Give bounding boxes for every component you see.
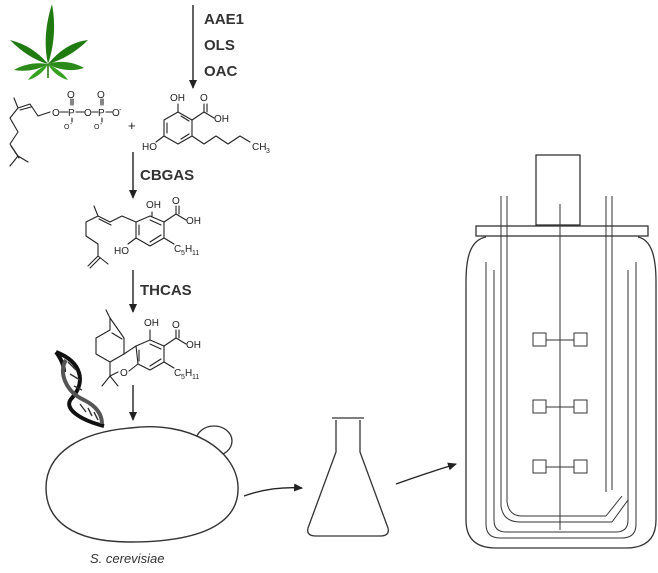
svg-text:HO: HO xyxy=(142,142,157,153)
svg-text:O: O xyxy=(172,320,180,331)
svg-text:O: O xyxy=(94,124,100,131)
bioreactor-icon xyxy=(465,154,657,549)
svg-text:P: P xyxy=(98,108,105,119)
enzyme-cbgas: CBGAS xyxy=(140,167,194,184)
plus-sign: + xyxy=(128,118,136,133)
dna-helix-icon xyxy=(54,350,105,428)
svg-text:C: C xyxy=(174,244,181,255)
svg-text:OH: OH xyxy=(186,340,201,351)
enzyme-aae1: AAE1 xyxy=(204,11,244,28)
svg-text:O: O xyxy=(200,93,208,104)
svg-text:OH: OH xyxy=(214,114,229,125)
svg-text:OH: OH xyxy=(144,318,159,329)
svg-text:O: O xyxy=(67,90,75,101)
svg-text:OH: OH xyxy=(186,216,201,227)
geranyl-pyrophosphate-structure: O P O O- O P O O- O- xyxy=(9,90,122,167)
cannabis-leaf-icon xyxy=(10,4,88,80)
svg-text:OH: OH xyxy=(146,200,161,211)
svg-text:O: O xyxy=(84,108,92,119)
organism-label: S. cerevisiae xyxy=(90,551,164,566)
svg-text:11: 11 xyxy=(192,250,199,257)
svg-text:O: O xyxy=(52,108,60,119)
svg-text:O: O xyxy=(120,368,128,379)
svg-text:3: 3 xyxy=(266,148,270,155)
svg-text:5: 5 xyxy=(181,250,185,257)
svg-text:O: O xyxy=(172,196,180,207)
svg-text:O: O xyxy=(64,124,70,131)
svg-text:OH: OH xyxy=(170,93,185,104)
svg-text:H: H xyxy=(185,368,192,379)
yeast-cell-icon xyxy=(45,425,239,543)
enzyme-ols: OLS xyxy=(204,37,235,54)
svg-text:O: O xyxy=(112,108,120,119)
enzyme-oac: OAC xyxy=(204,63,238,80)
arrow-flask-to-bioreactor xyxy=(395,462,457,485)
svg-text:-: - xyxy=(100,121,103,128)
svg-text:HO: HO xyxy=(114,246,129,257)
svg-text:11: 11 xyxy=(192,374,199,381)
svg-text:-: - xyxy=(70,121,73,128)
enzyme-thcas: THCAS xyxy=(140,282,192,299)
svg-text:5: 5 xyxy=(181,374,185,381)
svg-text:O: O xyxy=(97,90,105,101)
svg-text:-: - xyxy=(119,107,122,114)
svg-text:C: C xyxy=(174,368,181,379)
svg-text:H: H xyxy=(185,244,192,255)
erlenmeyer-flask-icon xyxy=(307,417,389,537)
svg-text:P: P xyxy=(68,108,75,119)
arrow-yeast-to-flask xyxy=(243,483,303,497)
svg-text:CH: CH xyxy=(252,142,266,153)
